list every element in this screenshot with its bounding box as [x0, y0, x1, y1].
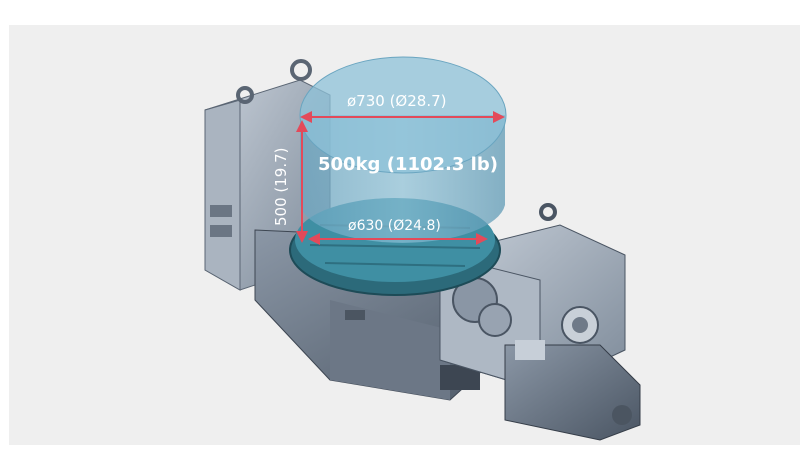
gearbox-motor — [439, 203, 641, 441]
load-capacity-label: 500kg (1102.3 lb) — [318, 154, 498, 175]
work-envelope-cylinder — [299, 56, 507, 243]
table-diameter-label: ø630 (Ø24.8) — [348, 218, 441, 234]
dimension-arrows — [296, 111, 505, 245]
height-label: 500 (19.7) — [272, 147, 290, 226]
top-diameter-label: ø730 (Ø28.7) — [347, 92, 447, 110]
